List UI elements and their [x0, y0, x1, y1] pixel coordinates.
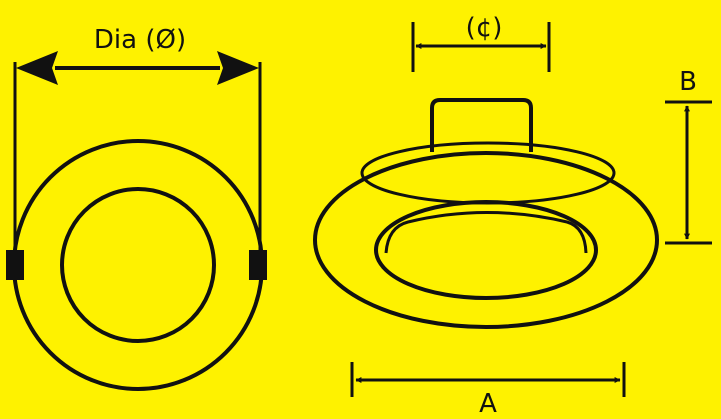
spring-clip-left: [6, 250, 24, 280]
cutout-dimension: [411, 22, 551, 72]
spring-clip-right: [249, 250, 267, 280]
width-dimension: [350, 362, 626, 397]
dia-arrowhead-right: [217, 51, 259, 85]
side-view: [313, 98, 659, 329]
width-label: A: [479, 389, 497, 419]
inner-cup-ellipse: [374, 200, 598, 300]
height-label: B: [679, 67, 697, 97]
inner-ring: [60, 187, 216, 343]
cutout-label: (¢): [466, 13, 503, 43]
height-dimension: [665, 100, 712, 245]
outer-ring: [12, 139, 264, 391]
mounting-bracket: [430, 98, 533, 152]
outer-flange-ellipse: [313, 151, 659, 329]
lamp-cup-edge: [384, 211, 588, 254]
dia-arrowhead-left: [16, 51, 58, 85]
dia-label: Dia (Ø): [94, 25, 186, 55]
front-view: [12, 62, 264, 391]
dia-dimension: [16, 51, 259, 85]
